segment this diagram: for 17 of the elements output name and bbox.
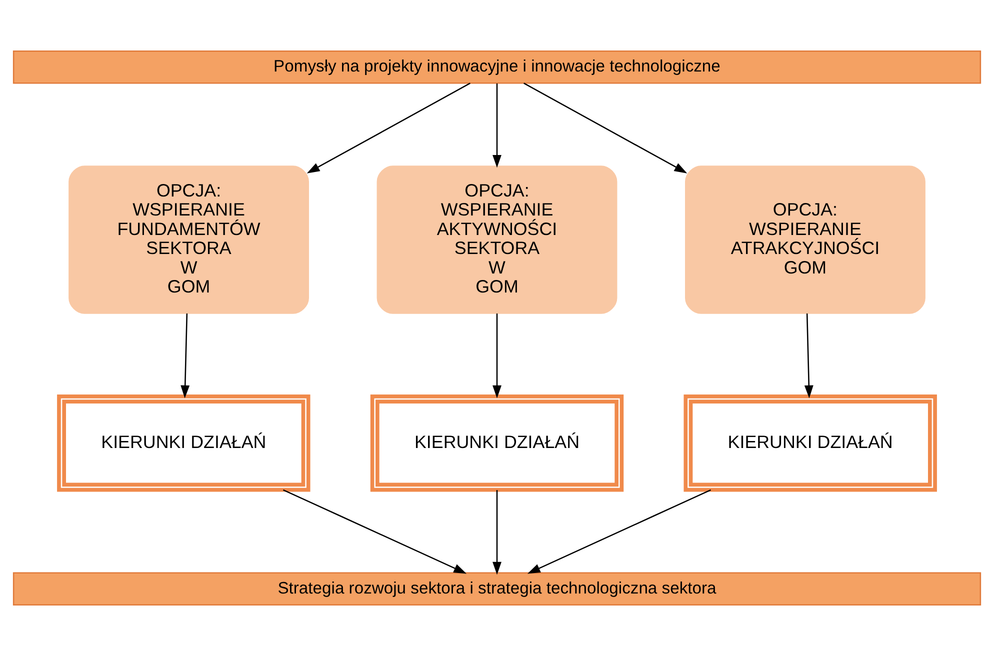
arrow (524, 82, 688, 173)
arrow (527, 488, 712, 574)
node-box: KIERUNKI DZIAŁAŃ (684, 394, 937, 492)
node-box: KIERUNKI DZIAŁAŃ (370, 394, 624, 492)
node-box: OPCJA: WSPIERANIE ATRAKCYJNOŚCI GOM (685, 165, 926, 314)
arrow (306, 82, 470, 173)
arrow (492, 490, 502, 574)
node-box: Strategia rozwoju sektora i strategia technologiczna sektora (12, 572, 982, 606)
node-box: OPCJA: WSPIERANIE AKTYWNOŚCI SEKTORA W GOM (376, 165, 618, 314)
node-box: Pomysły na projekty innowacyjne i innowacje technologiczne (12, 50, 982, 84)
arrow (180, 313, 190, 398)
arrow (492, 82, 502, 168)
arrow (492, 313, 502, 398)
arrow (804, 313, 814, 398)
arrow (282, 488, 467, 574)
node-box: OPCJA: WSPIERANIE FUNDAMENTÓW SEKTORA W GOM (68, 165, 309, 314)
node-box: KIERUNKI DZIAŁAŃ (57, 394, 310, 492)
